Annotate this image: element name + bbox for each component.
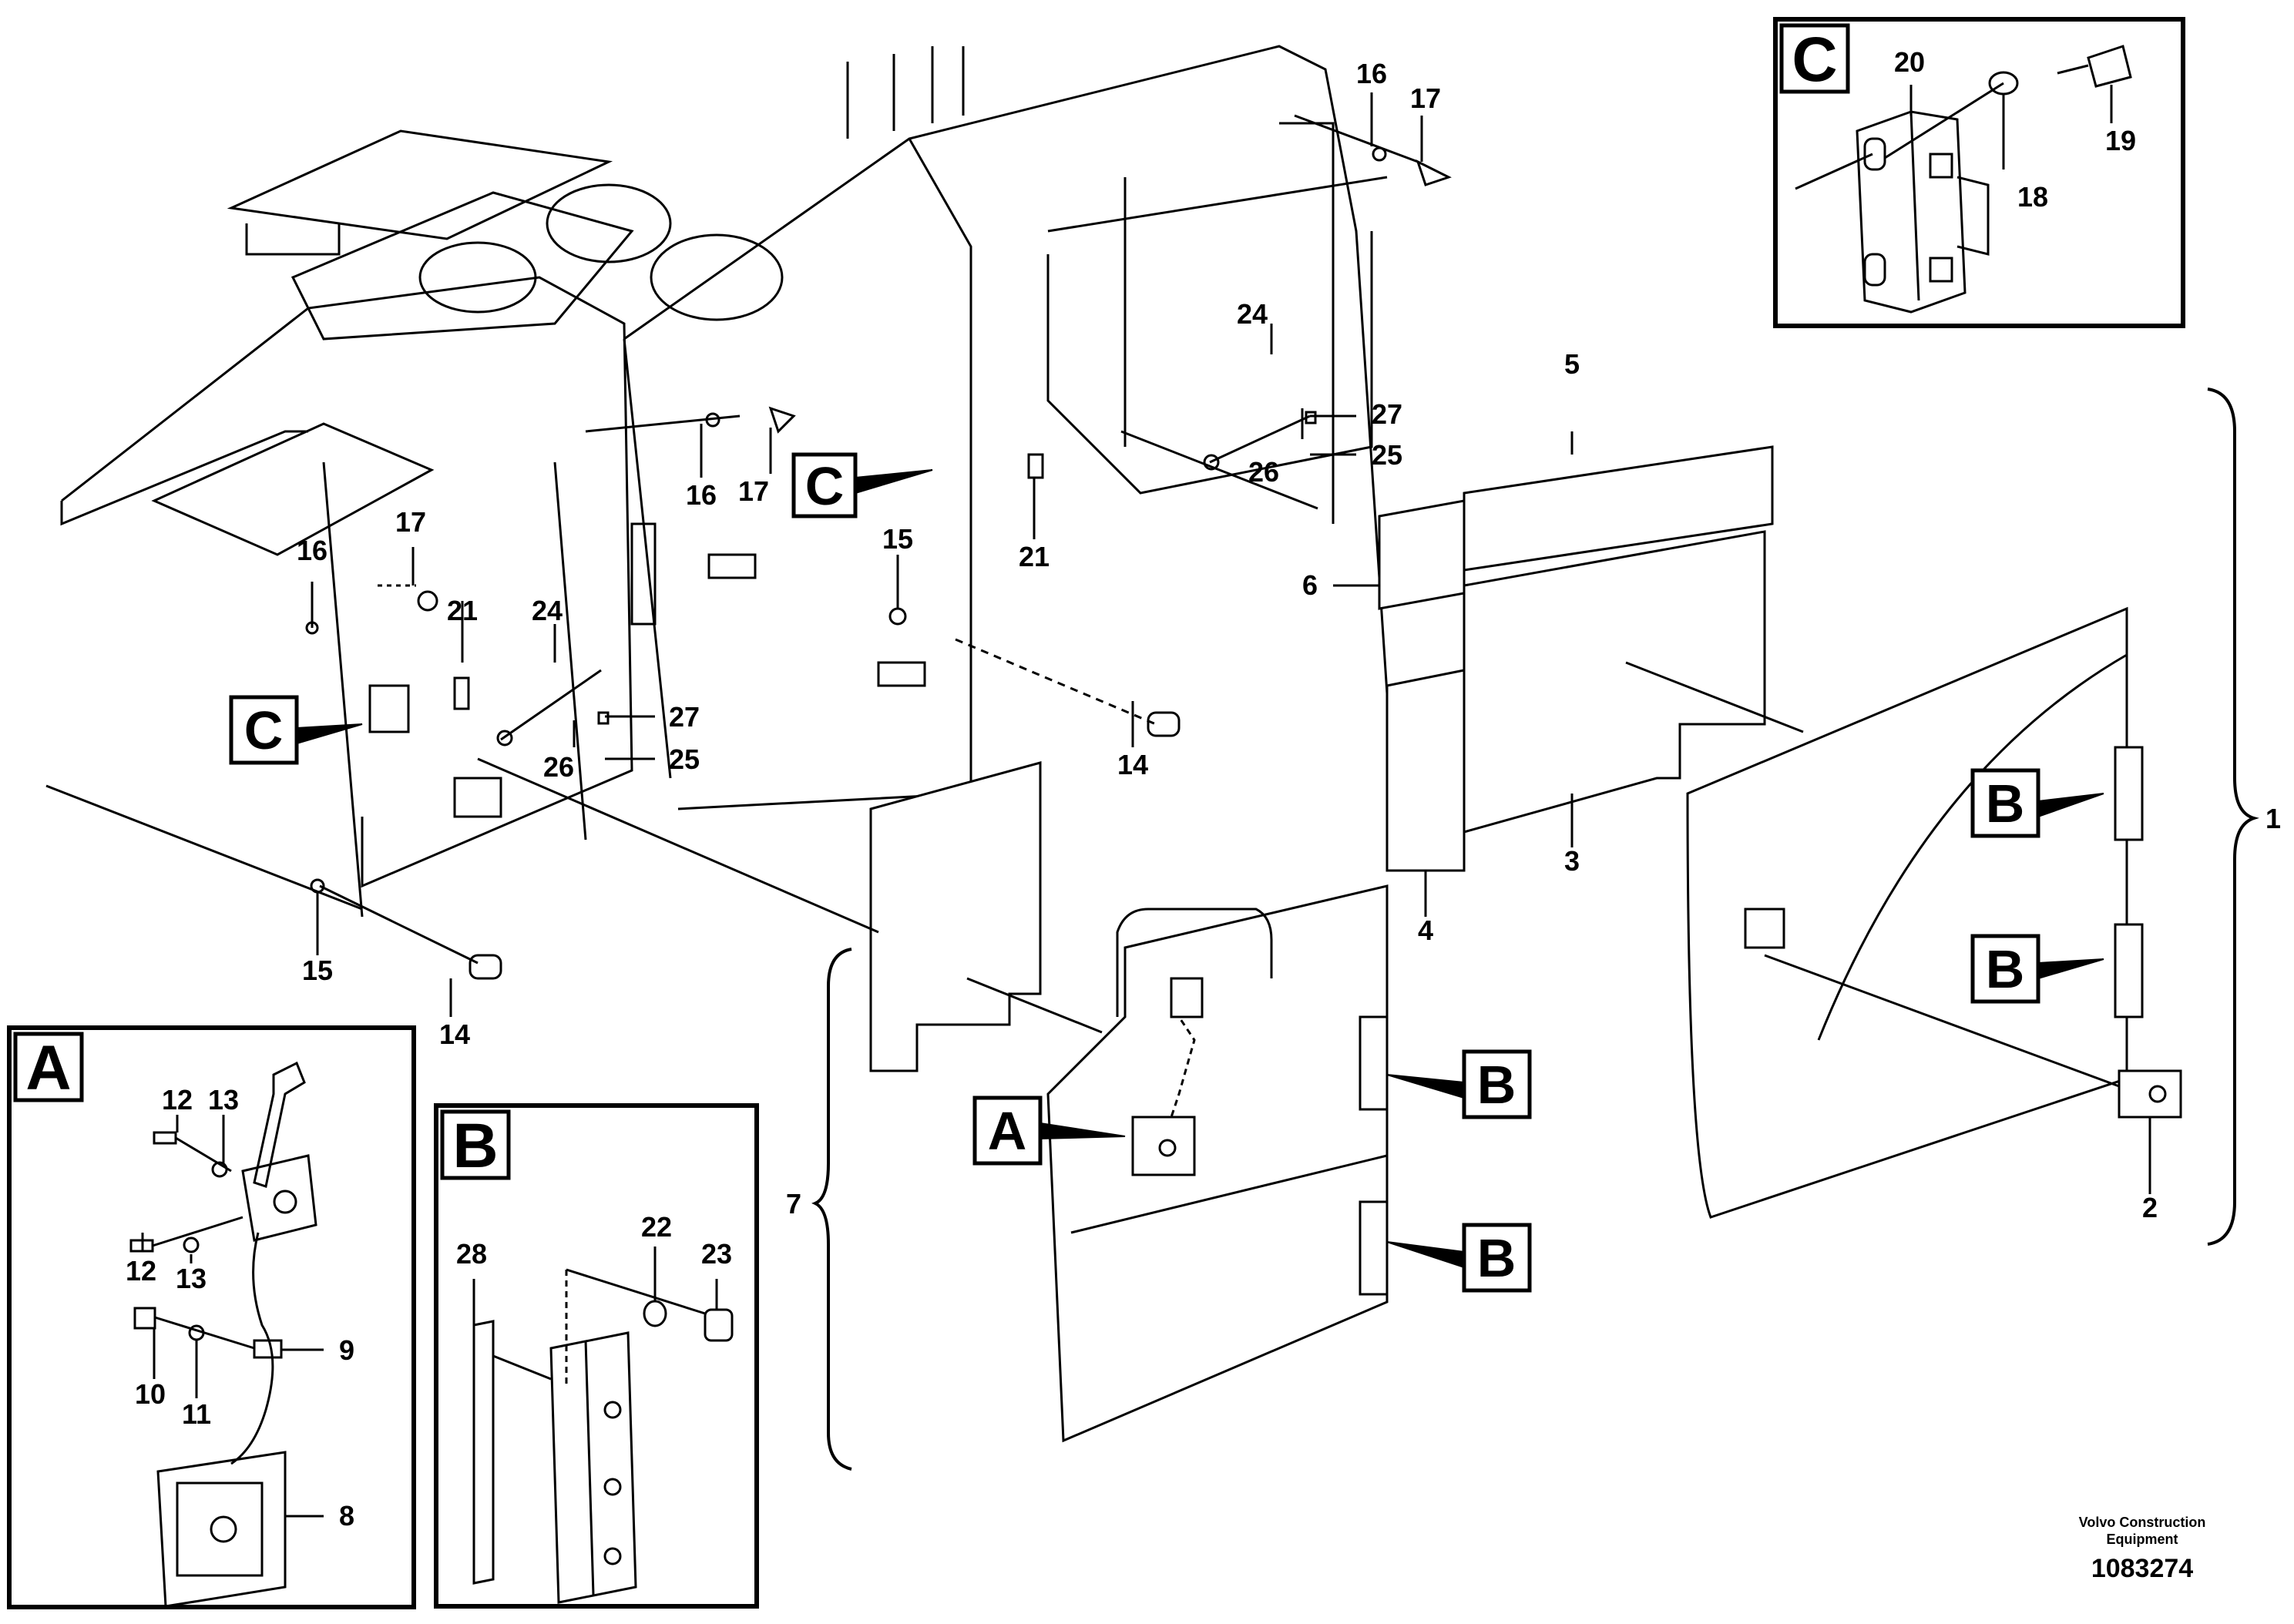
letter-a-top: A <box>25 1033 71 1103</box>
insulation-panels <box>869 445 1774 1072</box>
part-label-26a: 26 <box>543 751 574 783</box>
box-c-left <box>229 695 299 765</box>
part-label-4: 4 <box>1418 914 1433 946</box>
box-b-door-1 <box>1462 1049 1532 1119</box>
panel-3 <box>1463 530 1766 834</box>
part-label-14b: 14 <box>439 1018 470 1050</box>
letter-b-door-2: B <box>1477 1228 1516 1288</box>
part-label-21b: 21 <box>1019 541 1050 572</box>
part-label-24b: 24 <box>1237 298 1268 330</box>
right-door <box>1686 606 2182 1219</box>
part-label-9: 9 <box>339 1334 354 1366</box>
part-label-17b: 17 <box>395 506 426 538</box>
letter-c-mid: C <box>805 456 845 516</box>
box-a-door <box>972 1096 1043 1166</box>
part-label-28: 28 <box>456 1238 487 1270</box>
left-door <box>1046 884 1389 1443</box>
detail-box-c <box>1773 17 2185 328</box>
part-label-12b: 12 <box>126 1255 156 1287</box>
panel-4 <box>1385 669 1466 872</box>
part-label-16c: 16 <box>1356 58 1387 89</box>
part-label-10: 10 <box>135 1378 166 1410</box>
letter-c-top: C <box>1792 25 1837 95</box>
part-label-15a: 15 <box>882 523 913 555</box>
part-label-6: 6 <box>1302 569 1318 601</box>
box-b-right-2 <box>1970 934 2040 1004</box>
part-label-14a: 14 <box>1117 749 1148 780</box>
box-b-door-2 <box>1462 1223 1532 1293</box>
panel-6 <box>1378 499 1466 610</box>
part-label-25a: 25 <box>669 743 700 775</box>
part-label-17c: 17 <box>1410 82 1441 114</box>
brace-1 <box>2207 388 2259 1246</box>
part-label-20: 20 <box>1894 46 1925 78</box>
part-label-1: 1 <box>2265 803 2281 834</box>
part-label-25b: 25 <box>1372 439 1402 471</box>
part-label-13b: 13 <box>176 1263 207 1294</box>
part-label-22: 22 <box>641 1211 672 1243</box>
part-label-13a: 13 <box>208 1084 239 1116</box>
letter-b-right-2: B <box>1986 939 2025 999</box>
part-label-2: 2 <box>2142 1192 2158 1223</box>
detail-box-a <box>7 1025 416 1609</box>
letter-b-right-1: B <box>1986 773 2025 834</box>
part-label-3: 3 <box>1564 845 1580 877</box>
letter-boxes <box>229 452 2040 1293</box>
drawing-number: 1083274 <box>2091 1554 2193 1583</box>
brand-line-1: Volvo Construction <box>2079 1515 2206 1530</box>
main-hardware <box>305 114 1452 980</box>
part-label-26b: 26 <box>1248 456 1279 488</box>
detail-box-b <box>434 1103 759 1609</box>
part-labels: 1 2 3 4 5 6 7 8 9 10 11 12 13 12 13 14 1… <box>126 46 2281 1532</box>
leader-lines <box>311 92 2151 1194</box>
box-c-mid <box>791 452 858 518</box>
part-label-19: 19 <box>2105 125 2136 156</box>
part-label-7: 7 <box>786 1188 801 1220</box>
part-label-21a: 21 <box>447 595 478 626</box>
part-label-12a: 12 <box>162 1084 193 1116</box>
brace-7 <box>811 948 852 1471</box>
letter-b-door-1: B <box>1477 1055 1516 1115</box>
part-label-27b: 27 <box>1372 398 1402 430</box>
box-b-right-1 <box>1970 768 2040 838</box>
part-label-8: 8 <box>339 1500 354 1532</box>
part-label-15b: 15 <box>302 955 333 986</box>
letter-c-left: C <box>244 700 284 760</box>
part-label-17a: 17 <box>738 475 769 507</box>
part-label-11: 11 <box>182 1398 211 1430</box>
part-label-27a: 27 <box>669 701 700 733</box>
part-label-24a: 24 <box>532 595 563 626</box>
part-label-5: 5 <box>1564 348 1580 380</box>
brand-line-2: Equipment <box>2107 1532 2178 1547</box>
part-label-16a: 16 <box>686 479 717 511</box>
letter-a-door: A <box>988 1101 1027 1161</box>
part-label-23: 23 <box>701 1238 732 1270</box>
part-label-16b: 16 <box>297 535 327 566</box>
machine-body <box>45 45 1389 918</box>
letter-b-top: B <box>452 1111 498 1181</box>
panel-7-insulation <box>869 761 1042 1072</box>
part-label-18: 18 <box>2017 181 2048 213</box>
